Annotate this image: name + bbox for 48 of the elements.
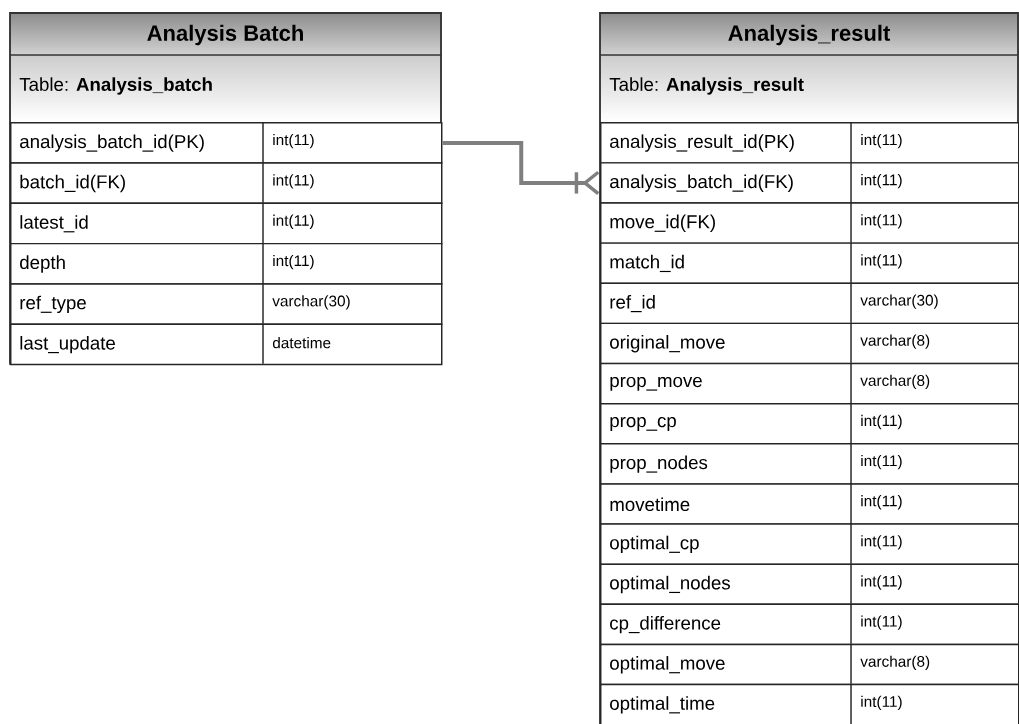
table-row: optimal_cp int(11) xyxy=(600,522,1019,565)
node-label: prop_move xyxy=(610,376,702,391)
node-label: optimal_cp xyxy=(610,535,699,554)
node-label: optimal_move xyxy=(610,656,725,674)
node-label: analysis_batch_id(FK) xyxy=(610,174,793,192)
node-label: optimal_nodes xyxy=(610,575,730,594)
node-label: int(11) xyxy=(861,133,902,149)
table-row: move_id(FK) int(11) xyxy=(600,201,1019,244)
table-row: original_move varchar(8) xyxy=(600,321,1019,365)
node-label: cp_difference xyxy=(610,615,721,634)
table-row: movetime int(11) xyxy=(600,482,1019,525)
node-label: int(11) xyxy=(861,414,902,430)
node-label: int(11) xyxy=(861,254,902,269)
node-label: movetime xyxy=(610,497,690,512)
table-row: analysis_batch_id(FK) int(11) xyxy=(600,161,1019,204)
node-label: int(11) xyxy=(861,495,902,510)
node-label: prop_nodes xyxy=(610,455,708,473)
node-label: int(11) xyxy=(861,535,902,550)
table-row: analysis_batch_id(PK) int(11) xyxy=(10,121,443,164)
table-row: prop_nodes int(11) xyxy=(600,442,1019,485)
node-label: ref_id xyxy=(610,294,655,313)
table-row: latest_id int(11) xyxy=(10,201,443,245)
table-row: prop_move varchar(8) xyxy=(600,362,1019,405)
table-row: prop_cp int(11) xyxy=(600,402,1019,445)
node-label: varchar(8) xyxy=(860,374,930,389)
node-label: int(11) xyxy=(861,615,902,630)
node-label: int(11) xyxy=(861,575,902,590)
table-row: optimal_nodes int(11) xyxy=(600,562,1019,606)
table-row: match_id int(11) xyxy=(600,241,1019,284)
table-row: optimal_move varchar(8) xyxy=(600,642,1019,686)
table-row: ref_type varchar(30) xyxy=(10,282,443,325)
table-row: cp_difference int(11) xyxy=(600,602,1019,646)
node-label: analysis_result_id(PK) xyxy=(610,134,794,152)
relationship-line xyxy=(442,140,600,195)
table-row: ref_id varchar(30) xyxy=(600,281,1019,325)
node-label: varchar(30) xyxy=(860,294,938,309)
node-label: prop_cp xyxy=(610,417,676,431)
table-row: last_update datetime xyxy=(10,322,443,366)
node-label: varchar(8) xyxy=(860,655,930,670)
table-row: depth int(11) xyxy=(10,242,443,285)
table-row: batch_id(FK) int(11) xyxy=(10,161,443,205)
node-label: varchar(8) xyxy=(860,334,930,349)
node-label: match_id xyxy=(610,254,684,273)
table-row: optimal_time int(11) xyxy=(600,683,1019,724)
node-label: original_move xyxy=(610,335,725,353)
table-row: analysis_result_id(PK) int(11) xyxy=(600,121,1019,164)
node-label: int(11) xyxy=(861,174,902,189)
node-label: int(11) xyxy=(861,454,902,470)
